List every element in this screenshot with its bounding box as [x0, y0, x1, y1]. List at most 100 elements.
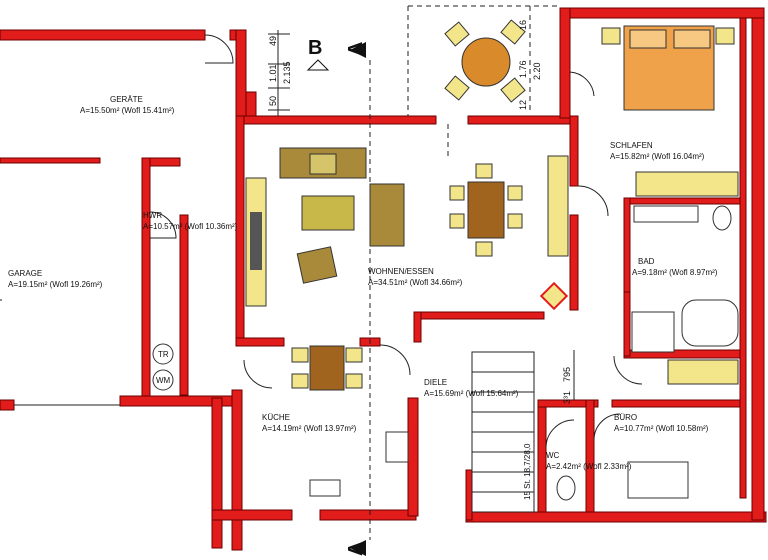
section-arrow-top — [350, 42, 366, 58]
sofa-cushion — [309, 153, 337, 175]
shower — [631, 311, 675, 353]
appliance-washer-label: WM — [156, 376, 171, 385]
chimney — [539, 281, 569, 311]
dining-chairs — [449, 163, 523, 257]
wall-wc-top — [537, 399, 599, 408]
door-geraete — [204, 34, 234, 64]
section-arrow-b — [306, 59, 330, 71]
wall-hwr-right — [179, 214, 189, 396]
wall-buero-top — [611, 399, 741, 408]
wall-wohnen-left — [235, 115, 245, 347]
walls — [0, 7, 767, 551]
pillow-right — [673, 29, 711, 49]
room-area: A=19.15m² (Wofl 19.26m²) — [8, 280, 103, 289]
appliance-dryer-label: TR — [158, 350, 169, 359]
wall-inner-right — [739, 17, 747, 499]
room-area: A=15.82m² (Wofl 16.04m²) — [610, 152, 705, 161]
dim-50: 50 — [268, 96, 278, 106]
wall-wohnen-bottom — [235, 337, 285, 347]
kitchen-table — [309, 345, 345, 391]
wall-diele-left — [413, 311, 422, 343]
door-wohnen — [379, 344, 411, 376]
toilet-wc — [556, 475, 576, 501]
wall-kitchen-left — [231, 389, 243, 551]
room-area: A=15.50m² (Wofl 15.41m²) — [80, 106, 175, 115]
wall-garage-bottom-l — [0, 399, 15, 411]
room-area: A=2.42m² (Wofl 2.33m²) — [546, 462, 632, 471]
dining-table — [467, 181, 505, 239]
dim-101: 1.01 — [268, 64, 278, 82]
wall-bottom-3 — [465, 511, 767, 523]
section-arrow-bottom — [350, 540, 366, 556]
room-area: A=15.69m² (Wofl 15.64m²) — [424, 389, 519, 398]
dim-331: 3³1 — [562, 391, 572, 404]
dim-1-76: 1.76 — [518, 60, 528, 78]
wall-hwr-left — [141, 157, 151, 404]
wall-bad-top — [623, 197, 741, 205]
dim-16: 16 — [518, 20, 528, 30]
dim-49: 49 — [268, 36, 278, 46]
room-name: GERÄTE — [110, 95, 143, 104]
wall-wohnen-top — [235, 115, 437, 125]
room-name: GARAGE — [8, 269, 42, 278]
room-name: DIELE — [424, 378, 447, 387]
wall-top-pier-b — [245, 91, 257, 117]
furniture — [152, 19, 739, 556]
door-kueche — [243, 359, 273, 389]
door-buero — [593, 413, 621, 441]
coffee-table — [301, 195, 355, 231]
dim-2135: 2.135 — [282, 61, 292, 84]
tv-screen — [250, 212, 262, 270]
wall-schlafen-left — [559, 7, 571, 119]
wall-right-ext — [751, 7, 765, 521]
wall-diele-top — [413, 311, 545, 320]
room-area: A=34.51m² (Wofl 34.66m²) — [368, 278, 463, 287]
staircase — [471, 351, 535, 513]
kitchen-chairs — [291, 347, 363, 389]
vanity — [633, 205, 699, 223]
section-label-a-bottom: A — [345, 542, 367, 556]
room-area: A=14.19m² (Wofl 13.97m²) — [262, 424, 357, 433]
room-area: A=10.57m² (Wofl 10.36m²) — [143, 222, 238, 231]
terrace-outline — [407, 5, 558, 116]
wall-wc-left — [537, 399, 547, 513]
terrace-chairs — [444, 19, 526, 103]
pillow-left — [629, 29, 667, 49]
wall-top-right — [559, 7, 765, 19]
door-hwr — [149, 211, 177, 239]
nightstand-left — [601, 27, 621, 45]
room-name: WC — [546, 451, 560, 460]
dim-795: 795 — [562, 367, 572, 382]
dryer — [152, 343, 174, 365]
wall-stair-left — [465, 469, 473, 521]
labels: GERÄTE A=15.50m² (Wofl 15.41m²) GARAGE A… — [8, 20, 718, 556]
room-name: BÜRO — [614, 413, 637, 422]
room-name: SCHLAFEN — [610, 141, 653, 150]
wall-kitchen-right — [407, 397, 419, 517]
wall-top-pier — [235, 29, 247, 117]
section-label-b: B — [308, 37, 322, 59]
wardrobe — [635, 171, 739, 197]
sofa-side — [369, 183, 405, 247]
door-bad — [613, 355, 643, 385]
wall-bad-left — [623, 197, 631, 293]
round-table — [461, 37, 511, 87]
wall-bottom-2 — [319, 509, 417, 521]
door-terrace — [569, 71, 595, 97]
wall-top-left — [0, 29, 206, 41]
washer — [152, 369, 174, 391]
buero-shelf — [667, 359, 739, 385]
door-schlafen — [577, 185, 609, 217]
bathtub — [681, 299, 739, 347]
dim-2-20: 2.20 — [532, 62, 542, 80]
stair-label: 15 St. 18,7/28,0 — [523, 443, 532, 500]
room-area: A=9.18m² (Wofl 8.97m²) — [632, 268, 718, 277]
counter — [547, 155, 569, 257]
wall-kitchen-left-b — [211, 397, 223, 549]
room-area: A=10.77m² (Wofl 10.58m²) — [614, 424, 709, 433]
wall-bottom — [211, 509, 293, 521]
door-wc — [545, 419, 575, 449]
wall-wc-right — [585, 399, 595, 513]
section-label-a-top: A — [345, 42, 367, 56]
